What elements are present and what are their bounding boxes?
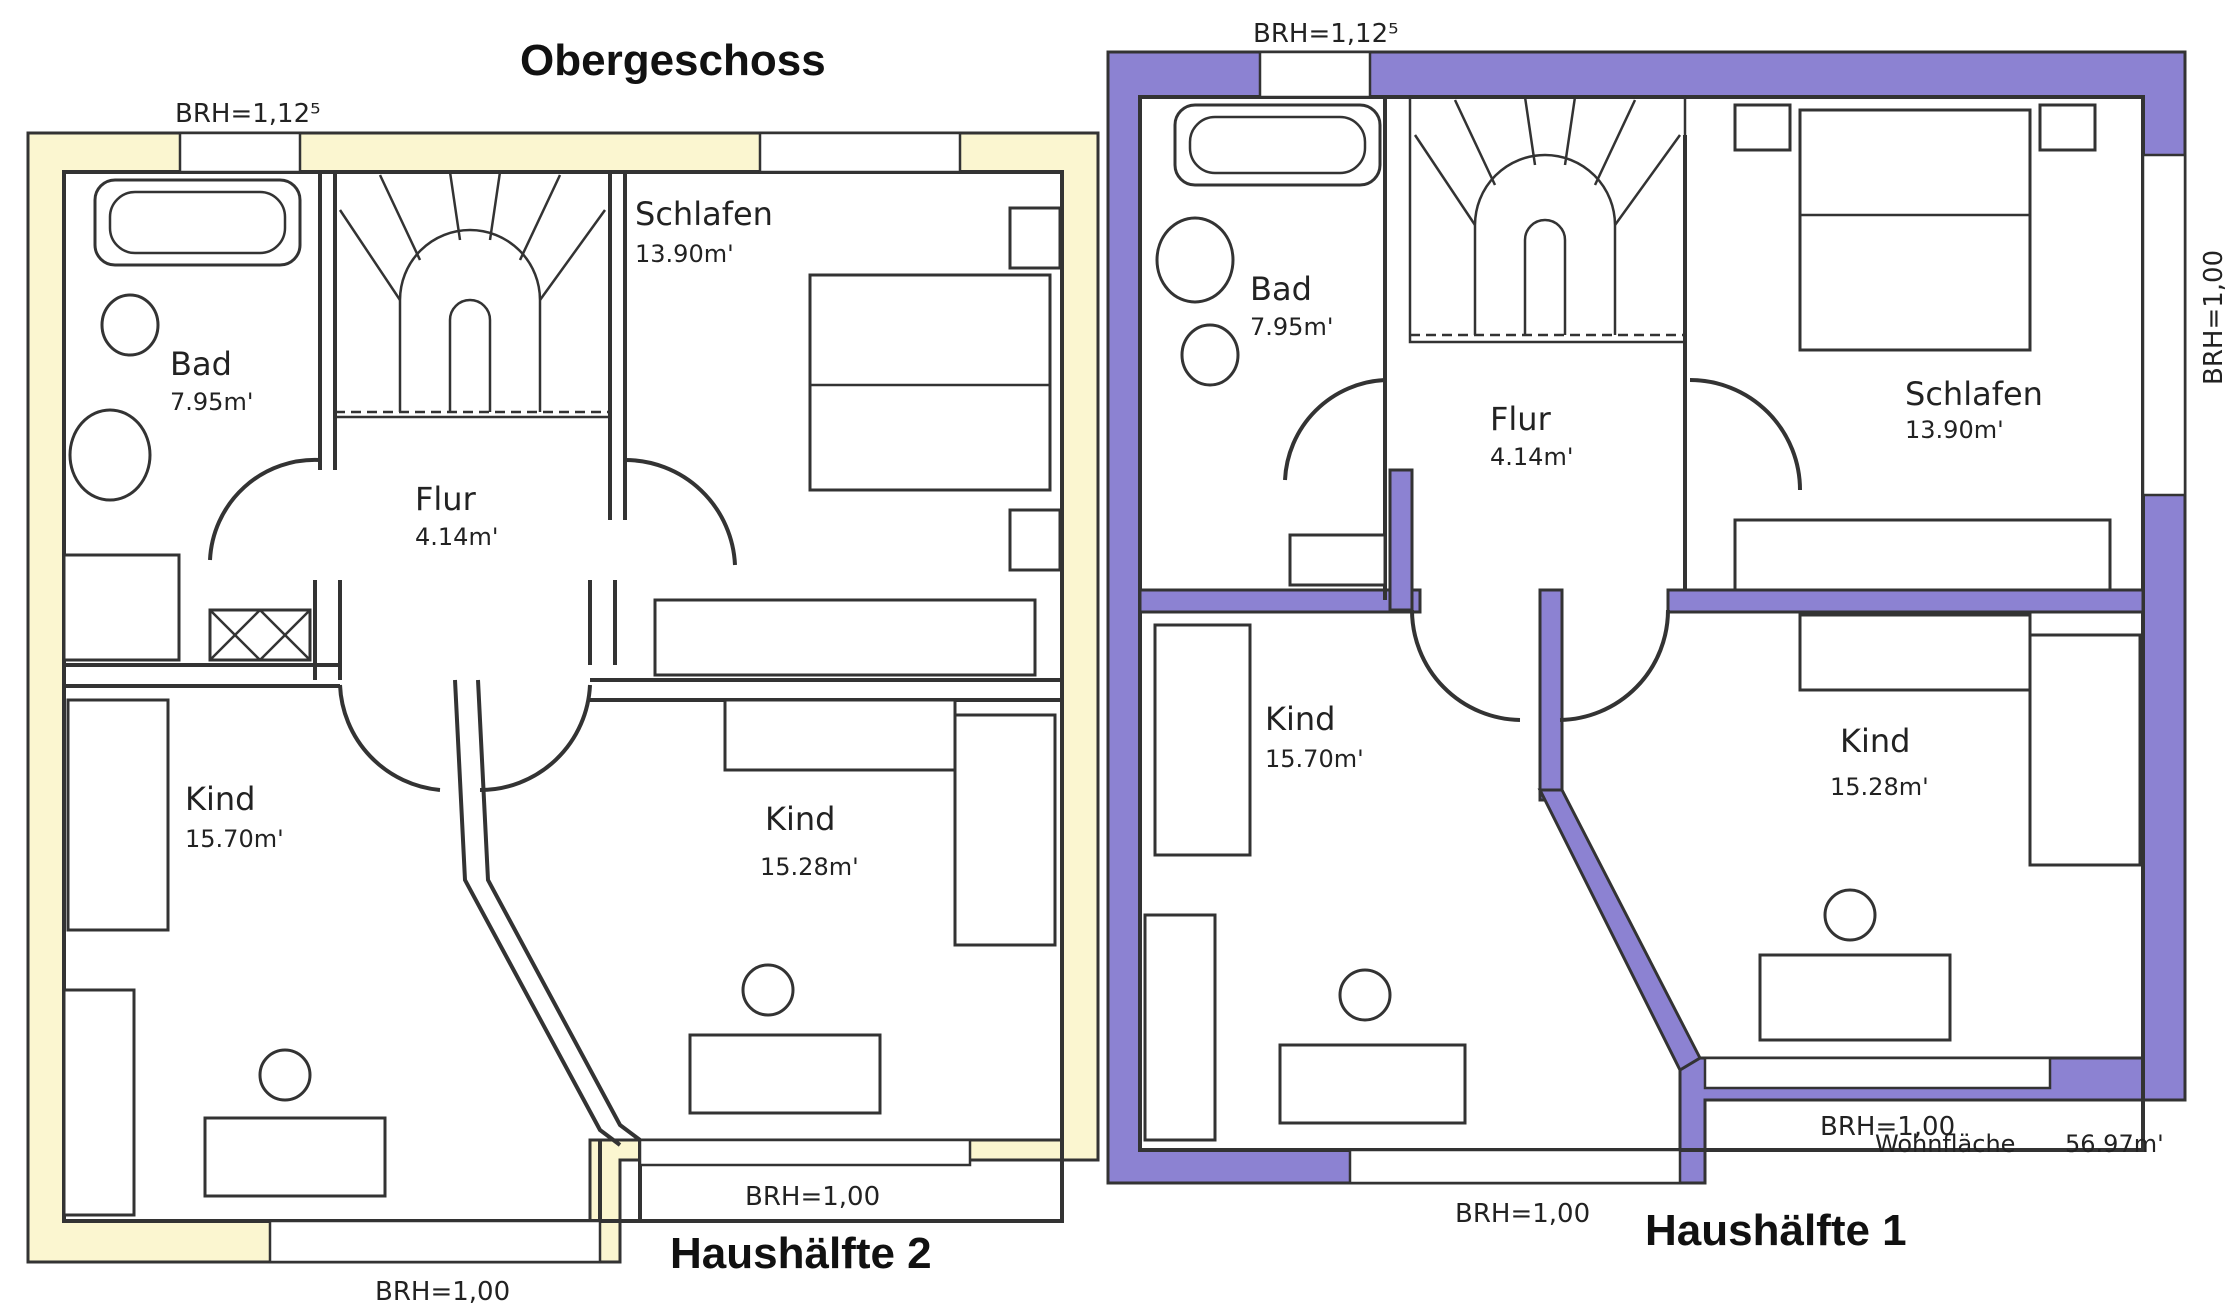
- wardrobe-kid: [1143, 913, 1217, 1142]
- living-area-value: 56.97m': [2065, 1130, 2164, 1158]
- toilet: [1180, 323, 1240, 387]
- toilet: [100, 293, 160, 357]
- room-name-flur: Flur: [415, 480, 477, 518]
- room-name-kind-2: Kind: [765, 800, 835, 838]
- half-1-title: Haushälfte 1: [1645, 1206, 1907, 1255]
- room-name-flur: Flur: [1490, 400, 1552, 438]
- brh-bottom-right: BRH=1,00: [1820, 1112, 1955, 1142]
- house-half-1: Bad 7.95m' Flur 4.14m' Schlafen 13.90m' …: [1106, 19, 2229, 1255]
- room-name-schlafen: Schlafen: [635, 195, 773, 233]
- room-name-bad: Bad: [170, 345, 232, 383]
- room-area-kind-2: 15.28m': [760, 853, 859, 881]
- room-name-kind-2: Kind: [1840, 722, 1910, 760]
- chair: [1338, 968, 1392, 1022]
- desk: [1278, 1043, 1467, 1125]
- room-area-kind-2: 15.28m': [1830, 773, 1929, 801]
- wardrobe-kid: [62, 988, 136, 1217]
- cabinet: [208, 608, 312, 662]
- nightstand: [1008, 206, 1062, 270]
- brh-bottom-mid-left: BRH=1,00: [745, 1182, 880, 1212]
- room-area-flur: 4.14m': [1490, 443, 1573, 471]
- plan-title: Obergeschoss: [520, 36, 826, 85]
- house-half-2: Bad 7.95m' Flur 4.14m' Schlafen 13.90m' …: [26, 99, 1100, 1307]
- wardrobe: [653, 598, 1037, 677]
- windows-right: [1258, 50, 2187, 1185]
- wardrobe: [1733, 518, 2112, 592]
- shower: [62, 553, 181, 662]
- living-area-label: Wohnfläche: [1875, 1130, 2015, 1158]
- bathtub: [1173, 103, 1382, 187]
- room-area-kind-1: 15.70m': [1265, 745, 1364, 773]
- brh-top-right: BRH=1,12⁵: [1253, 19, 1399, 49]
- door-swing: [1283, 378, 1386, 481]
- single-bed: [1153, 623, 1252, 857]
- room-name-bad: Bad: [1250, 270, 1312, 308]
- windows-left: [178, 131, 972, 1264]
- sink: [1155, 216, 1235, 304]
- double-bed: [808, 273, 1052, 492]
- cabinet: [1288, 533, 1387, 587]
- brh-top-left: BRH=1,12⁵: [175, 99, 321, 129]
- single-bed: [66, 698, 170, 932]
- staircase: [333, 170, 612, 419]
- room-area-flur: 4.14m': [415, 523, 498, 551]
- nightstand: [1733, 103, 1792, 152]
- room-name-schlafen: Schlafen: [1905, 375, 2043, 413]
- chair: [258, 1048, 312, 1102]
- brh-bottom-mid-right: BRH=1,00: [1455, 1199, 1590, 1229]
- interior-walls-purple: [1138, 468, 2145, 1073]
- room-name-kind-1: Kind: [185, 780, 255, 818]
- staircase: [1408, 95, 1687, 344]
- room-area-bad: 7.95m': [170, 388, 253, 416]
- room-name-kind-1: Kind: [1265, 700, 1335, 738]
- door-swing: [208, 457, 321, 561]
- half-2-title: Haushälfte 2: [670, 1229, 932, 1278]
- room-area-schlafen: 13.90m': [1905, 416, 2004, 444]
- room-area-schlafen: 13.90m': [635, 240, 734, 268]
- room-area-bad: 7.95m': [1250, 313, 1333, 341]
- brh-bottom-left: BRH=1,00: [375, 1277, 510, 1307]
- desk: [203, 1116, 387, 1198]
- brh-side-right: BRH=1,00: [2199, 250, 2229, 385]
- bathtub: [93, 178, 302, 267]
- room-area-kind-1: 15.70m': [185, 825, 284, 853]
- double-bed: [1798, 108, 2032, 352]
- sink: [68, 408, 152, 502]
